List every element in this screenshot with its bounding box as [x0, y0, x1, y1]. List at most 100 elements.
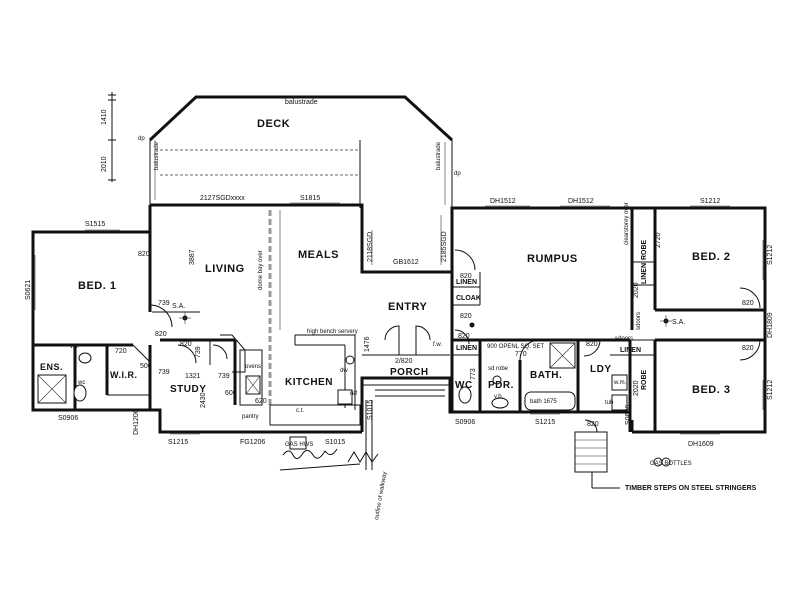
dim-fg1206: FG1206 — [240, 439, 265, 446]
linen-label: LINEN — [641, 263, 648, 284]
dim-gb1612: GB1612 — [393, 259, 419, 266]
steps-note: TIMBER STEPS ON STEEL STRINGERS — [625, 485, 757, 492]
balustrade-label-top: balustrade — [285, 99, 318, 106]
sd-robe-label: sd robe — [488, 366, 509, 372]
dim-2118sgd: 2118SGD — [367, 232, 374, 262]
dim-1321: 1321 — [185, 373, 201, 380]
robe-label: ROBE — [641, 239, 648, 260]
dim-739-d: 739 — [195, 346, 202, 358]
room-label-kitchen: KITCHEN — [285, 377, 333, 388]
dim-3887: 3887 — [189, 249, 196, 265]
dim-820-cloak: 820 — [460, 313, 472, 320]
dim-2020: 2020 — [633, 380, 640, 396]
dim-s1015-porch: S1015 — [367, 400, 374, 420]
washing-machine-label: w.m. — [613, 380, 627, 386]
ovens-label: ovens — [245, 364, 261, 370]
dim-2020-robe: 2020 — [633, 282, 640, 298]
smoke-alarm-label: S.A. — [172, 303, 185, 310]
room-label-pdr: PDR. — [488, 380, 514, 391]
dim-dh1206: DH1206 — [133, 409, 140, 435]
room-label-rumpus: RUMPUS — [527, 253, 578, 265]
walkway-label: outline of walkway — [374, 471, 388, 520]
dim-820-ldy: 820 — [586, 341, 598, 348]
clearstorey-label: clearstorey over — [624, 202, 630, 245]
dim-820-study: 820 — [180, 341, 192, 348]
dim-s1515: S1515 — [85, 221, 105, 228]
dim-s0906-wc: S0906 — [455, 419, 475, 426]
dim-s1215-bath: S1215 — [535, 419, 555, 426]
pantry-label: pantry — [242, 414, 259, 420]
room-label-living: LIVING — [205, 263, 245, 275]
cooktop-label: c.t. — [296, 408, 304, 414]
dim-739-a: 739 — [158, 300, 170, 307]
vanity-label: v.b. — [494, 394, 504, 400]
dishwasher-label: dw — [340, 368, 348, 374]
dim-s0621: S0621 — [25, 280, 32, 300]
room-label-ldy: LDY — [590, 364, 612, 375]
dim-1410: 1410 — [101, 109, 108, 125]
dim-620: 620 — [255, 398, 267, 405]
dim-sgd: 2127SGDxxxx — [200, 195, 245, 202]
dim-s1212-top: S1212 — [700, 198, 720, 205]
dim-500: 500 — [140, 363, 152, 370]
smoke-alarm-label: S.A. — [672, 319, 685, 326]
room-label-bed2: BED. 2 — [692, 251, 730, 263]
dim-820-bed1: 820 — [138, 251, 150, 258]
wc-fixture-label: wc — [77, 380, 85, 386]
balustrade-label-left: balustrade — [154, 141, 160, 170]
room-label-bath: BATH. — [530, 370, 562, 381]
room-label-bed1: BED. 1 — [78, 280, 116, 292]
dim-820-bed2: 820 — [742, 300, 754, 307]
dim-739-c: 739 — [218, 373, 230, 380]
dim-820-linen2: 820 — [458, 333, 470, 340]
dim-s1815: S1815 — [300, 195, 320, 202]
room-label-entry: ENTRY — [388, 301, 428, 313]
dim-2720: 2720 — [655, 232, 662, 248]
door-swings — [149, 249, 761, 433]
dim-820-living: 820 — [155, 331, 167, 338]
dim-1476: 1476 — [364, 336, 371, 352]
signature — [279, 448, 379, 471]
deck-outline — [148, 95, 454, 208]
bath-size-label: bath 1675 — [530, 399, 557, 405]
bench-label: high bench servery — [307, 329, 358, 335]
sliding-doors-label: sdoors — [615, 336, 633, 342]
window-marks — [34, 202, 764, 435]
opening-label: 900 OPENL SQ. SET — [487, 344, 544, 350]
room-label-bed3: BED. 3 — [692, 384, 730, 396]
sliding-doors-label: sdoors — [636, 312, 642, 330]
dim-720: 720 — [115, 348, 127, 355]
timber-steps — [574, 431, 620, 489]
linen-label: LINEN — [620, 347, 641, 354]
interior-walls — [33, 208, 765, 432]
dim-820-linen: 820 — [460, 273, 472, 280]
dim-600: 600 — [225, 390, 237, 397]
dp-label: dp — [454, 171, 461, 177]
linen-label: LINEN — [456, 345, 477, 352]
dim-s0606: S0606 — [625, 405, 632, 425]
dim-820-ldy-door: 820 — [587, 421, 599, 428]
dim-dh1609: DH1609 — [688, 441, 714, 448]
linen-label: LINEN — [456, 279, 477, 286]
dim-820-bed3: 820 — [742, 345, 754, 352]
dim-770: 770 — [515, 351, 527, 358]
room-label-wir: W.I.R. — [110, 370, 138, 380]
vanity-label: v.b. — [70, 344, 80, 350]
gas-bottles-label: GAS BOTTLES — [650, 461, 692, 467]
fridge-label: ref — [350, 391, 357, 397]
dim-dh1809: DH1809 — [767, 312, 774, 338]
room-label-study: STUDY — [170, 384, 206, 395]
dim-porch-door: 2/820 — [395, 358, 413, 365]
gas-hws-label: GAS HWS — [285, 442, 313, 448]
balustrade-label-right: balustrade — [436, 141, 442, 170]
dim-2430: 2430 — [200, 392, 207, 408]
room-label-wc: WC — [455, 380, 473, 391]
room-label-porch: PORCH — [390, 367, 429, 378]
dim-2185sgd: 2185SGD — [441, 231, 448, 262]
dim-s1215-study: S1215 — [168, 439, 188, 446]
dim-s1212-bed2: S1212 — [767, 245, 774, 265]
dim-s1015-kitchen: S1015 — [325, 439, 345, 446]
dim-s1212-bed3: S1212 — [767, 380, 774, 400]
deck-dimension-line — [108, 92, 116, 182]
